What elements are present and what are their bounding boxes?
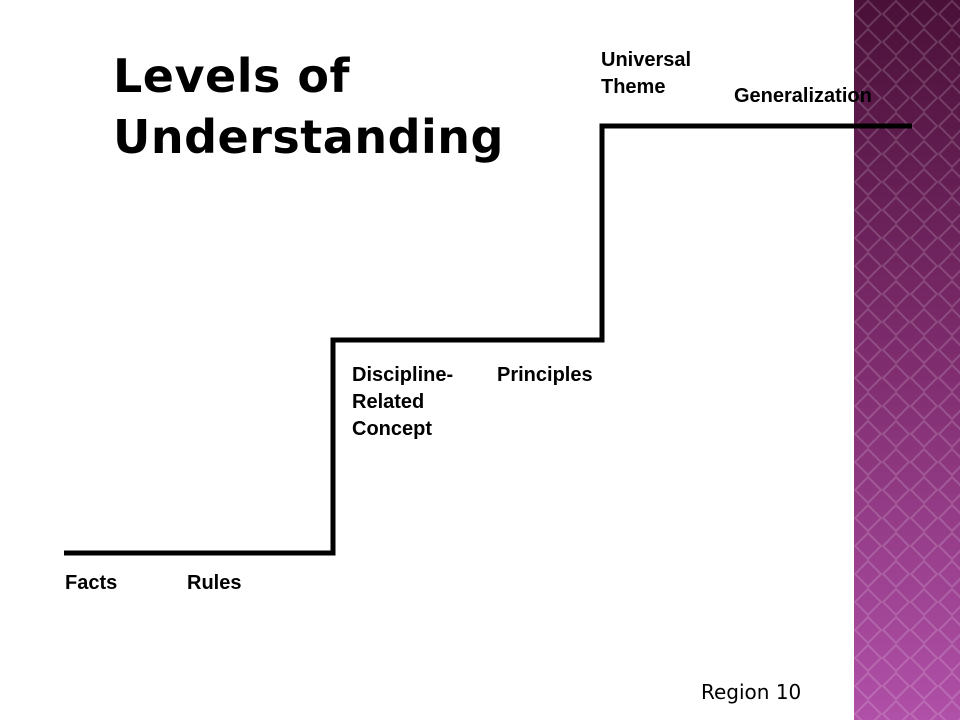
label-discipline-related-concept: Discipline- Related Concept [352,362,453,443]
concept-line-1: Discipline- [352,364,454,386]
label-principles: Principles [497,364,593,386]
footer-region: Region 10 [701,680,802,704]
theme-line-2: Theme [601,76,666,98]
label-rules: Rules [187,572,242,594]
staircase-line [64,123,912,556]
label-universal-theme: Universal Theme [601,47,691,101]
decorative-side-panel [854,0,960,720]
concept-line-3: Concept [352,418,432,440]
title-line-1: Levels of [113,49,350,103]
label-generalization: Generalization [734,85,872,107]
title-line-2: Understanding [113,110,504,164]
slide-title: Levels of Understanding [113,46,504,168]
diamond-pattern [854,0,960,720]
concept-line-2: Related [352,391,425,413]
label-facts: Facts [65,572,118,594]
theme-line-1: Universal [601,49,692,71]
